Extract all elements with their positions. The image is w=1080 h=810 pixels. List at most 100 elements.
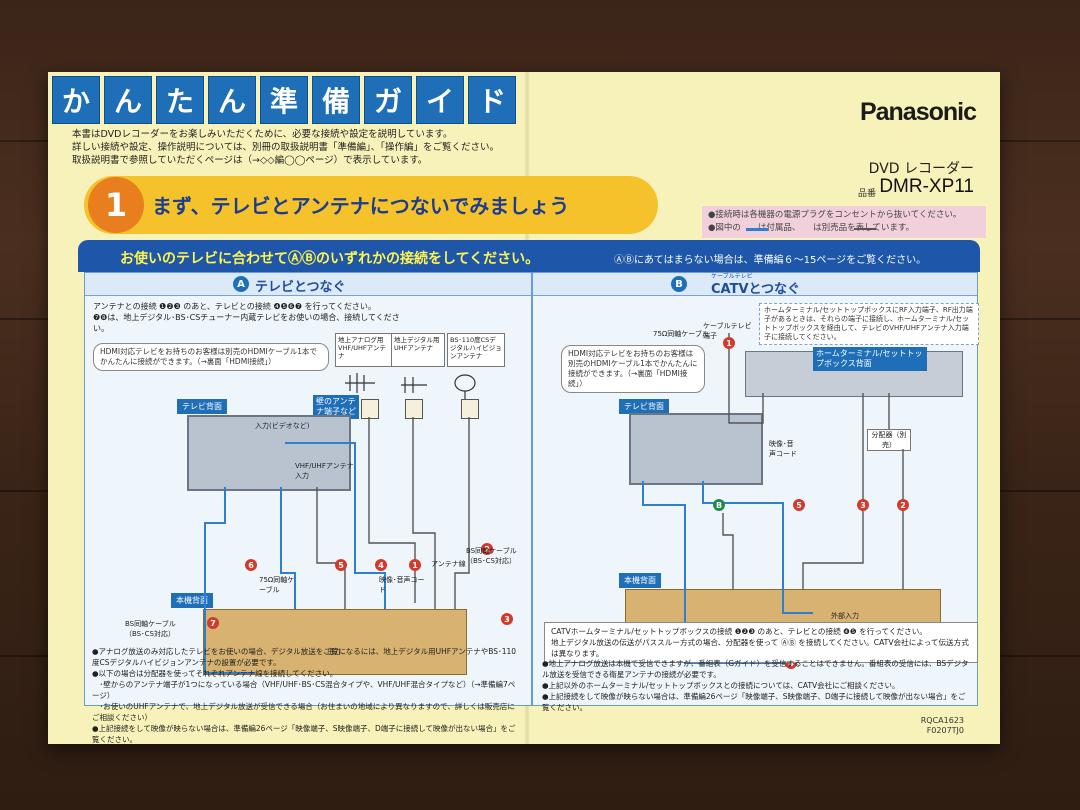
tv-back-label-b: テレビ背面 [619, 399, 669, 414]
note-line: ●アナログ放送のみ対応したテレビをお使いの場合、デジタル放送をご覧になるには、地… [92, 647, 517, 667]
step-6-marker: 6 [245, 559, 257, 571]
av-cord-label: 映像･音声コード [379, 576, 425, 594]
panel-a-notes: ●アナログ放送のみ対応したテレビをお使いの場合、デジタル放送をご覧になるには、地… [92, 646, 522, 745]
included-line-icon [746, 228, 768, 231]
title-char: ん [208, 76, 256, 124]
panel-b-title: CATVとつなぐ [711, 282, 801, 297]
wall-terminal [461, 399, 479, 419]
step-number: 1 [88, 177, 144, 233]
note-line: ●接続時は各機器の電源プラグをコンセントから抜いてください。 [708, 210, 962, 220]
antenna-cable-label: アンテナ線 [431, 560, 466, 568]
connection-notes: ●接続時は各機器の電源プラグをコンセントから抜いてください。 ●図中の は付属品… [702, 206, 986, 238]
title-char: か [52, 76, 100, 124]
document-codes: RQCA1623 F0207TJ0 [921, 716, 964, 736]
home-terminal-label: ホームターミナル/セットトップボックス背面 [813, 347, 927, 371]
tv-input-label: 入力(ビデオなど) [255, 422, 310, 430]
wall-terminal [361, 399, 379, 419]
caption-line: ❼❽は、地上デジタル･BS･CSチューナー内蔵テレビをお使いの場合、接続してくだ… [93, 313, 400, 333]
note-line: ･壁からのアンテナ端子が1つになっている場合（VHF/UHF･BS･CS混合タイ… [92, 680, 516, 700]
catv-note-line: 地上デジタル放送の伝送がパススルー方式の場合、分配器を使って ⒶⒷ を接続してく… [551, 638, 969, 658]
intro-line: 詳しい接続や設定、操作説明については、別冊の取扱説明書「準備編」、「操作編」をご… [72, 142, 500, 153]
step-banner [84, 176, 658, 234]
tv-back-panel [187, 415, 351, 491]
title-char: ド [468, 76, 516, 124]
note-line: ●上記接続をして映像が映らない場合は、準備編26ページ「映像端子、S映像端子、D… [542, 692, 966, 712]
step-2-marker-b: 2 [897, 499, 909, 511]
instruction-sub: ⒶⒷにあてはまらない場合は、準備編６～15ページをご覧ください。 [614, 255, 927, 266]
code-line: F0207TJ0 [926, 726, 964, 735]
panel-b-notes: ●地上アナログ放送は本機で受信できますが、番組表（Gガイド）を受信することはでき… [542, 658, 972, 713]
brand-logo: Panasonic [859, 98, 977, 126]
coax-label: 75Ω同軸ケーブル [259, 576, 295, 594]
step-4-marker: 4 [375, 559, 387, 571]
title-char: ガ [364, 76, 412, 124]
av-cord-label-b: 映像･音声コード [769, 440, 797, 458]
coax-label-b: 75Ω同軸ケーブル [653, 330, 709, 338]
bs-coax-label: BS同軸ケーブル（BS･CS対応） [125, 620, 176, 638]
step-b-marker: B [713, 499, 725, 511]
cable-diagram [204, 417, 470, 674]
hdmi-bubble: HDMI対応テレビをお持ちのお客様は別売のHDMIケーブル1本でかんたんに接続が… [93, 343, 329, 371]
model-number: DMR-XP11 [879, 176, 974, 197]
page-title: か ん た ん 準 備 ガ イ ド [52, 76, 516, 124]
panel-a-title-bar: A テレビとつなぐ [85, 273, 531, 296]
catv-note-line: CATVホームターミナル/セットトップボックスの接続 ❶❷❸ のあと、テレビとの… [551, 627, 927, 636]
step-1-marker-b: 1 [723, 337, 735, 349]
catv-info-box: ホームターミナル/セットトップボックスにRF入力端子、RF出力端子があるときは、… [759, 303, 979, 345]
antenna-digital: 地上デジタル用UHFアンテナ [391, 333, 445, 367]
note-line: ●上記接続をして映像が映らない場合は、準備編26ページ「映像端子、S映像端子、D… [92, 724, 516, 744]
antenna-icons [345, 373, 476, 399]
step-2-marker: 2 [481, 543, 493, 555]
recorder-back-panel [203, 609, 467, 675]
note-line: ●図中の は付属品、 は別売品を表しています。 [708, 223, 915, 233]
title-char: 準 [260, 76, 308, 124]
tv-back-panel-b [629, 413, 763, 485]
step-7-marker: 7 [207, 617, 219, 629]
title-ruby: ケーブルテレビ [711, 273, 753, 280]
step-3-marker: 3 [501, 613, 513, 625]
optional-line-icon [854, 228, 876, 230]
intro-line: 本書はDVDレコーダーをお楽しみいただくために、必要な接続や設定を説明しています… [72, 129, 453, 140]
wall-terminal [405, 399, 423, 419]
tv-vhf-label: VHF/UHFアンテナ入力 [295, 462, 354, 480]
note-line: ●地上アナログ放送は本機で受信できますが、番組表（Gガイド）を受信することはでき… [542, 659, 969, 679]
hdmi-bubble-b: HDMI対応テレビをお持ちのお客様は別売のHDMIケーブル1本でかんたんに接続が… [561, 345, 705, 393]
step-5-marker-b: 5 [793, 499, 805, 511]
title-char: ん [104, 76, 152, 124]
badge-b: B [671, 276, 687, 292]
instruction-band [78, 240, 980, 272]
badge-a: A [233, 276, 249, 292]
note-line: ●上記以外のホームターミナル/セットトップボックスとの接続については、CATV会… [542, 681, 900, 690]
recorder-back-label-b: 本機背面 [619, 573, 661, 588]
antenna-bs-cs: BS･110度CSデジタルハイビジョンアンテナ [447, 333, 505, 367]
product-name: DVD レコーダー [868, 161, 974, 177]
recorder-back-label: 本機背面 [171, 593, 213, 608]
panel-a-title: テレビとつなぐ [255, 280, 346, 295]
step-3-marker-b: 3 [857, 499, 869, 511]
tv-back-label: テレビ背面 [177, 399, 227, 414]
external-input-label: 外部入力 [831, 612, 859, 620]
panel-a-caption: アンテナとの接続 ❶❷❸ のあと、テレビとの接続 ❹❺❻❼ を行ってください。 … [93, 301, 413, 334]
panel-b-title-bar: B ケーブルテレビ CATVとつなぐ [533, 273, 977, 297]
catv-connection-note: CATVホームターミナル/セットトップボックスの接続 ❶❷❸ のあと、テレビとの… [544, 622, 978, 663]
note-line: ･お使いのUHFアンテナで、地上デジタル放送が受信できる場合（お住まいの地域によ… [92, 702, 515, 722]
caption-line: アンテナとの接続 ❶❷❸ のあと、テレビとの接続 ❹❺❻❼ を行ってください。 [93, 302, 376, 311]
intro-line: 取扱説明書で参照していただくページは（→◇◇編◯◯ページ）で表示しています。 [72, 155, 428, 166]
step-heading: まず、テレビとアンテナにつないでみましょう [152, 194, 570, 218]
splitter-label: 分配器（別売） [867, 429, 911, 451]
title-char: イ [416, 76, 464, 124]
title-char: 備 [312, 76, 360, 124]
title-char: た [156, 76, 204, 124]
instruction-main: お使いのテレビに合わせてⒶⒷのいずれかの接続をしてください。 [120, 251, 540, 267]
step-5-marker: 5 [335, 559, 347, 571]
step-1-marker: 1 [409, 559, 421, 571]
cable-tv-terminal-label: ケーブルテレビ端子 [703, 322, 752, 340]
panel-tv-connection: A テレビとつなぐ アンテナとの接続 ❶❷❸ のあと、テレビとの接続 ❹❺❻❼ … [84, 272, 532, 706]
output-label: 出力 [327, 648, 341, 656]
guide-sheet: か ん た ん 準 備 ガ イ ド 本書はDVDレコーダーをお楽しみいただくため… [48, 72, 1000, 744]
bs-coax-right-label: BS同軸ケーブル（BS･CS対応） [466, 547, 517, 565]
code-line: RQCA1623 [920, 716, 964, 725]
intro-text: 本書はDVDレコーダーをお楽しみいただくために、必要な接続や設定を説明しています… [72, 128, 532, 167]
note-line: ●以下の場合は分配器を使ってそれぞれアンテナ線を接続してください。 [92, 669, 338, 678]
model-prefix: 品番 [857, 189, 876, 199]
